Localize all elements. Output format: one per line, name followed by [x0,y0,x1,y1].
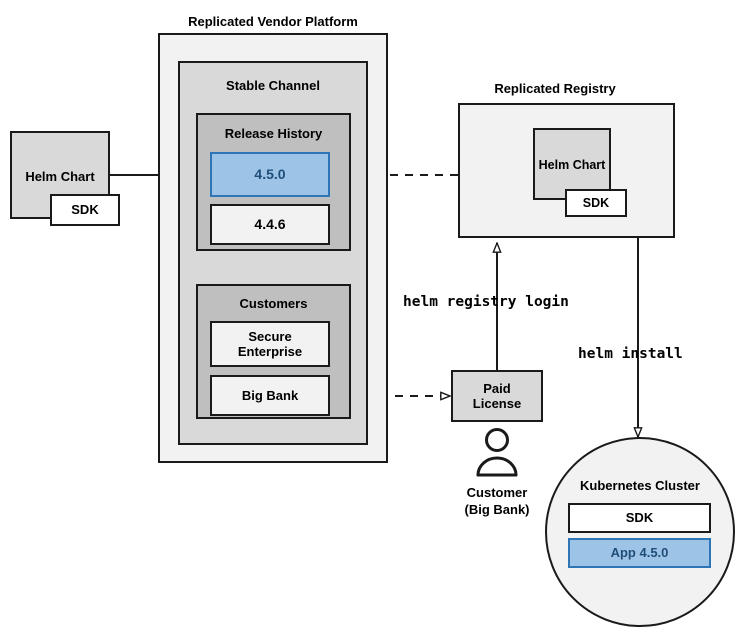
command-helm-registry-login: helm registry login [403,294,569,310]
customer-secure-enterprise-label: Secure Enterprise [237,328,303,359]
cluster-sdk-box: SDK [568,503,711,533]
customers-label: Customers [239,296,308,311]
customer-big-bank[interactable]: Big Bank [210,375,330,416]
cluster-app-box: App 4.5.0 [568,538,711,568]
customer-actor-label-line1: Customer [466,485,528,500]
release-item-450-label: 4.5.0 [254,166,286,183]
release-item-446[interactable]: 4.4.6 [210,204,330,245]
customer-secure-enterprise[interactable]: Secure Enterprise [210,321,330,367]
paid-license: Paid License [451,370,543,422]
registry-sdk-label: SDK [582,195,610,210]
kubernetes-cluster-label: Kubernetes Cluster [580,478,700,493]
registry-helm-chart: Helm Chart [533,128,611,200]
registry-helm-chart-label: Helm Chart [538,158,606,172]
paid-license-label: Paid License [472,380,522,411]
source-sdk-label: SDK [71,202,99,218]
cluster-app-label: App 4.5.0 [610,545,669,561]
release-item-450[interactable]: 4.5.0 [210,152,330,197]
customer-actor-label-line2: (Big Bank) [464,502,530,517]
cluster-sdk-label: SDK [625,510,654,526]
person-icon [476,428,518,477]
registry-sdk-box: SDK [565,189,627,217]
release-history-label: Release History [224,126,323,141]
customer-big-bank-label: Big Bank [241,387,299,403]
source-helm-chart-label: Helm Chart [25,169,95,184]
source-sdk-box: SDK [50,194,120,226]
release-item-446-label: 4.4.6 [254,216,286,233]
stable-channel-label: Stable Channel [226,78,320,93]
command-helm-install: helm install [578,346,683,362]
platform-title: Replicated Vendor Platform [188,14,358,29]
registry-title: Replicated Registry [494,81,616,96]
